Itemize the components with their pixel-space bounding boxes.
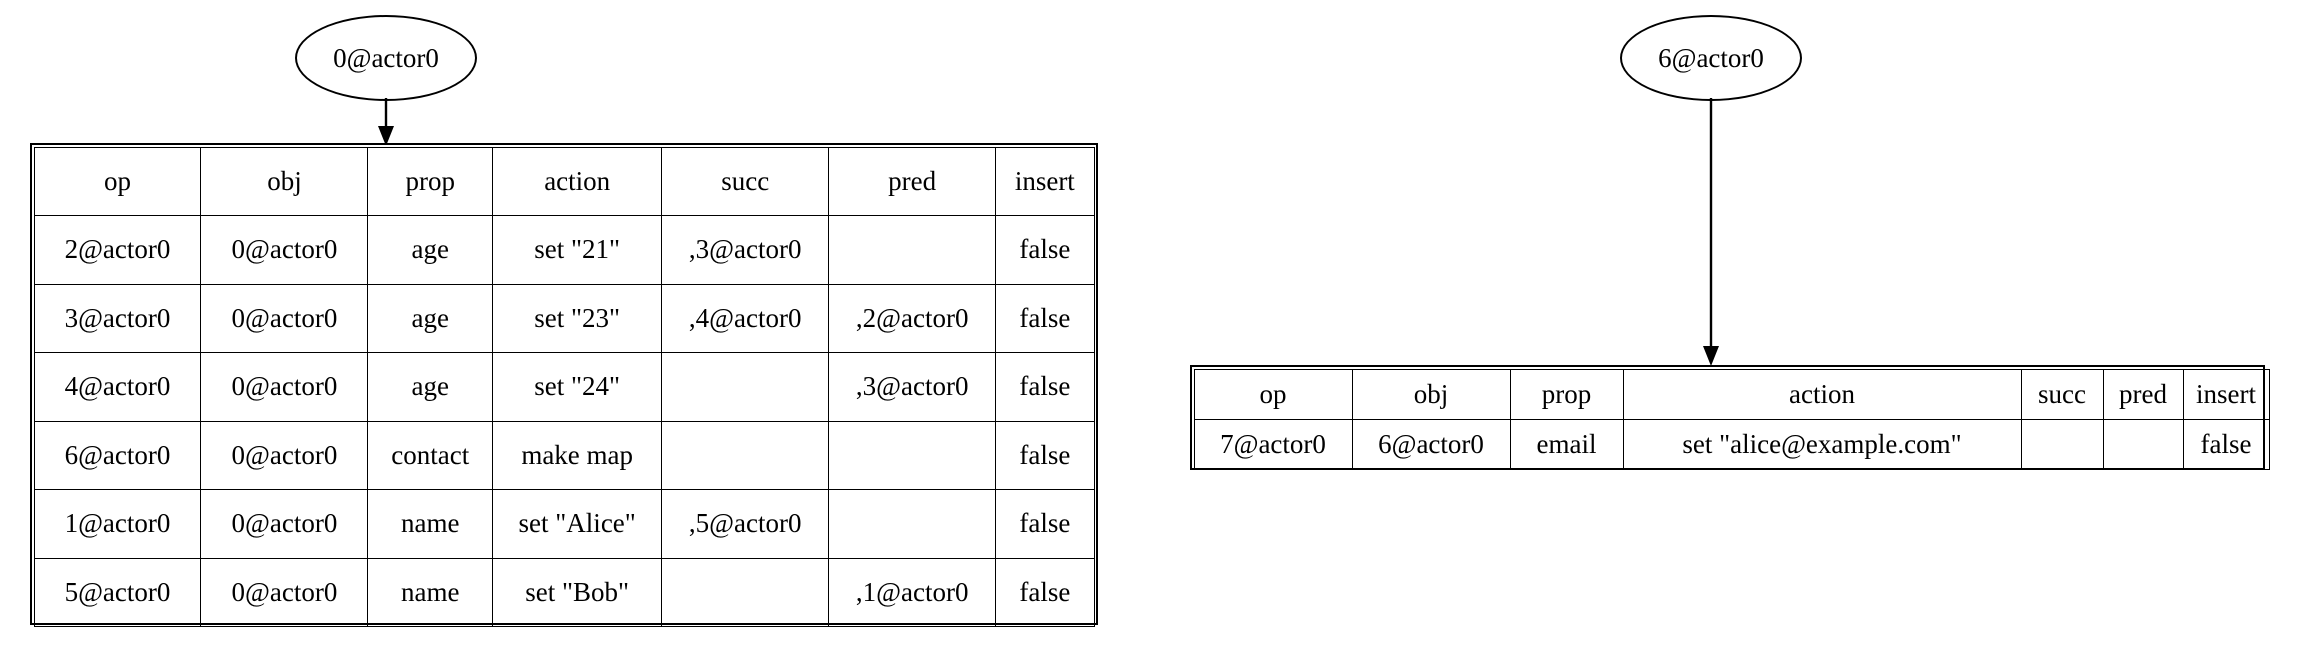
cell-obj: 0@actor0: [200, 489, 369, 559]
cell-succ: ,5@actor0: [661, 489, 830, 559]
cell-obj: 0@actor0: [200, 557, 369, 627]
cell-op: 1@actor0: [33, 489, 202, 559]
column-header-succ: succ: [2020, 368, 2104, 420]
cell-prop: name: [367, 557, 494, 627]
table-row[interactable]: 5@actor0 0@actor0 name set "Bob" ,1@acto…: [33, 557, 1095, 627]
column-header-prop: prop: [367, 146, 494, 216]
cell-succ: ,4@actor0: [661, 283, 830, 353]
edge-left: [378, 98, 394, 146]
table-row[interactable]: 4@actor0 0@actor0 age set "24" ,3@actor0…: [33, 352, 1095, 422]
cell-insert: false: [2182, 418, 2270, 470]
arrowhead-right: [1703, 346, 1719, 366]
cell-pred: [2102, 418, 2184, 470]
cell-succ: [661, 557, 830, 627]
column-header-succ: succ: [661, 146, 830, 216]
column-header-pred: pred: [828, 146, 997, 216]
cell-insert: false: [995, 352, 1095, 422]
cell-op: 3@actor0: [33, 283, 202, 353]
column-header-op: op: [33, 146, 202, 216]
cell-succ: ,3@actor0: [661, 215, 830, 285]
cell-obj: 0@actor0: [200, 420, 369, 490]
cell-insert: false: [995, 557, 1095, 627]
edge-right: [1703, 98, 1719, 366]
cell-prop: age: [367, 283, 494, 353]
cell-op: 6@actor0: [33, 420, 202, 490]
record-table-left[interactable]: op obj prop action succ pred insert 2@ac…: [30, 143, 1098, 627]
table-row[interactable]: 3@actor0 0@actor0 age set "23" ,4@actor0…: [33, 283, 1095, 353]
cell-action: make map: [492, 420, 663, 490]
node-label-right: 6@actor0: [1658, 42, 1764, 73]
column-header-pred: pred: [2102, 368, 2184, 420]
column-header-prop: prop: [1509, 368, 1624, 420]
cell-action: set "Alice": [492, 489, 663, 559]
cell-pred: [828, 215, 997, 285]
cell-insert: false: [995, 489, 1095, 559]
cell-obj: 0@actor0: [200, 352, 369, 422]
table-row[interactable]: 1@actor0 0@actor0 name set "Alice" ,5@ac…: [33, 489, 1095, 559]
cell-succ: [661, 420, 830, 490]
table-header-row: op obj prop action succ pred insert: [33, 146, 1095, 216]
table-row[interactable]: 2@actor0 0@actor0 age set "21" ,3@actor0…: [33, 215, 1095, 285]
column-header-obj: obj: [1351, 368, 1511, 420]
cell-op: 7@actor0: [1193, 418, 1353, 470]
cell-op: 2@actor0: [33, 215, 202, 285]
cell-action: set "alice@example.com": [1622, 418, 2022, 470]
cell-action: set "24": [492, 352, 663, 422]
cell-insert: false: [995, 215, 1095, 285]
node-ellipse-right[interactable]: 6@actor0: [1620, 15, 1802, 101]
cell-action: set "23": [492, 283, 663, 353]
cell-insert: false: [995, 283, 1095, 353]
cell-pred: ,1@actor0: [828, 557, 997, 627]
cell-prop: email: [1509, 418, 1624, 470]
cell-succ: [2020, 418, 2104, 470]
cell-obj: 6@actor0: [1351, 418, 1511, 470]
record-table-right[interactable]: op obj prop action succ pred insert 7@ac…: [1190, 365, 2270, 470]
cell-action: set "21": [492, 215, 663, 285]
cell-prop: name: [367, 489, 494, 559]
cell-pred: ,2@actor0: [828, 283, 997, 353]
cell-succ: [661, 352, 830, 422]
cell-op: 4@actor0: [33, 352, 202, 422]
cell-insert: false: [995, 420, 1095, 490]
column-header-insert: insert: [995, 146, 1095, 216]
node-ellipse-left[interactable]: 0@actor0: [295, 15, 477, 101]
cell-prop: contact: [367, 420, 494, 490]
cell-obj: 0@actor0: [200, 215, 369, 285]
table-header-row: op obj prop action succ pred insert: [1193, 368, 2270, 420]
cell-pred: [828, 489, 997, 559]
cell-prop: age: [367, 215, 494, 285]
cell-obj: 0@actor0: [200, 283, 369, 353]
column-header-obj: obj: [200, 146, 369, 216]
column-header-insert: insert: [2182, 368, 2270, 420]
cell-prop: age: [367, 352, 494, 422]
table-row[interactable]: 6@actor0 0@actor0 contact make map false: [33, 420, 1095, 490]
cell-pred: [828, 420, 997, 490]
cell-op: 5@actor0: [33, 557, 202, 627]
cell-action: set "Bob": [492, 557, 663, 627]
column-header-action: action: [1622, 368, 2022, 420]
cell-pred: ,3@actor0: [828, 352, 997, 422]
column-header-op: op: [1193, 368, 1353, 420]
node-label-left: 0@actor0: [333, 42, 439, 73]
column-header-action: action: [492, 146, 663, 216]
table-row[interactable]: 7@actor0 6@actor0 email set "alice@examp…: [1193, 418, 2270, 470]
